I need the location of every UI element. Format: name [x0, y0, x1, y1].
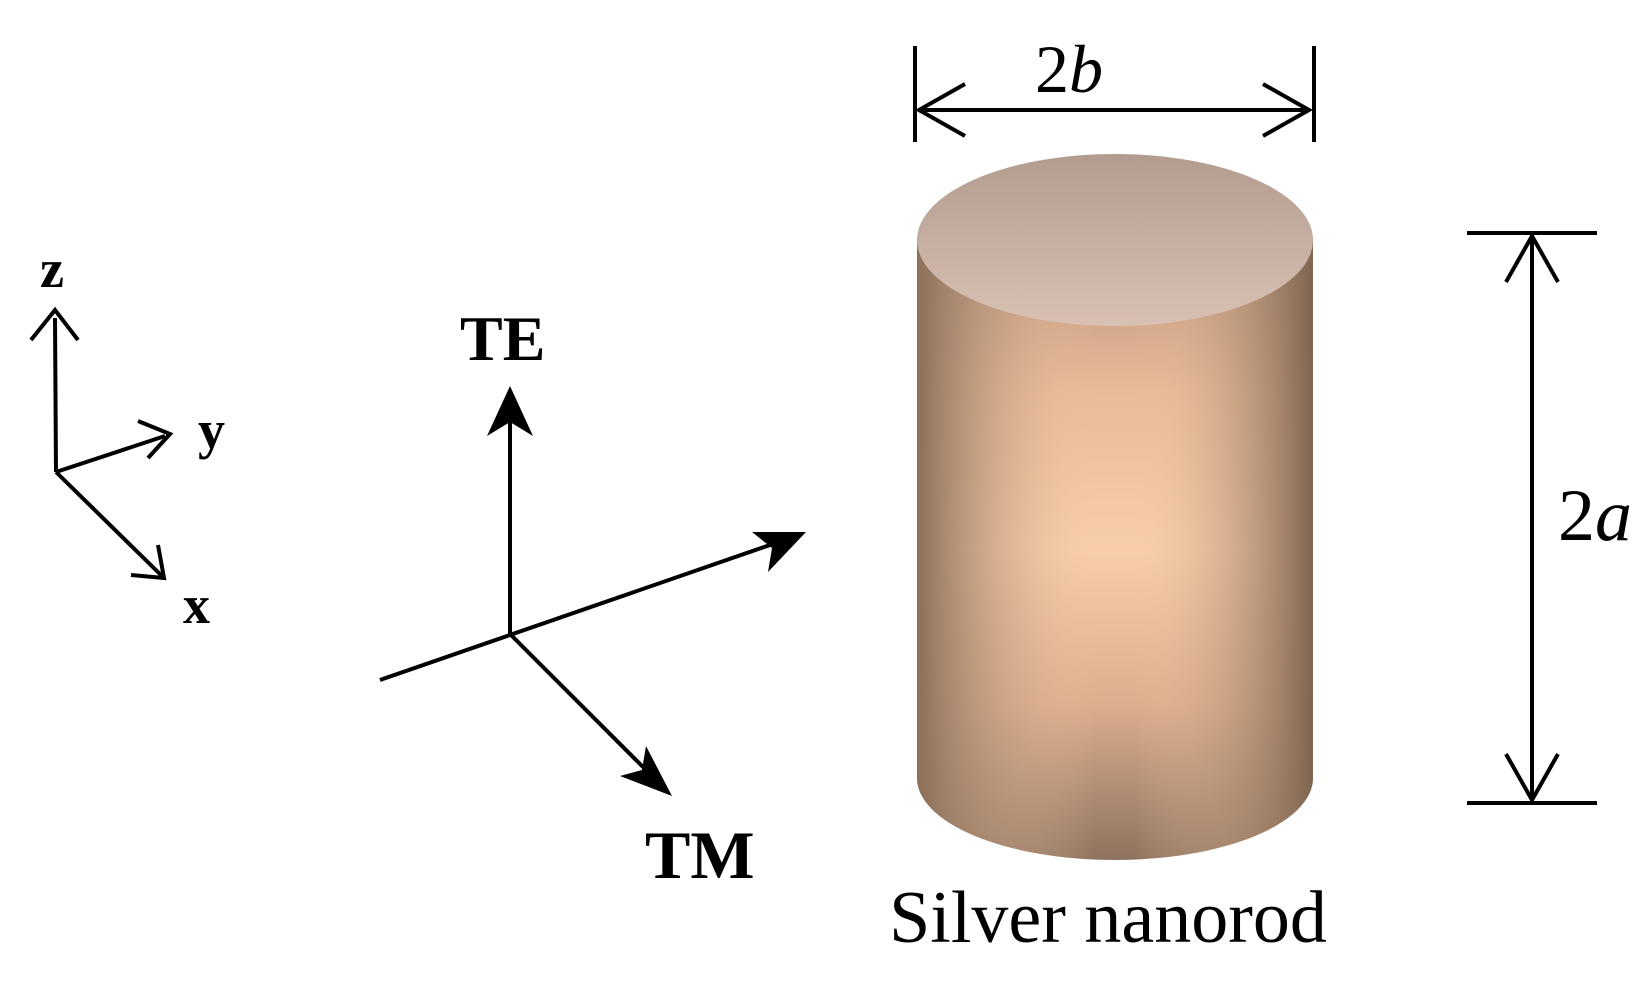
- nanorod-caption: Silver nanorod: [889, 877, 1327, 959]
- z-axis-arrowhead: [29, 306, 80, 342]
- nanorod-top-face: [917, 154, 1313, 326]
- propagation-vector-arrowhead: [752, 532, 806, 572]
- te-vector-arrowhead: [487, 386, 533, 436]
- x-axis-line: [54, 470, 164, 578]
- y-axis-label: y: [198, 400, 225, 460]
- nanorod-body-shading: [917, 238, 1313, 860]
- length-dimension-label: 2a: [1558, 475, 1632, 557]
- y-axis-line: [55, 434, 166, 474]
- length-dimension-bottom-arrowhead: [1504, 753, 1560, 805]
- propagation-vector-line: [379, 536, 791, 682]
- z-axis-label: z: [40, 239, 64, 299]
- te-label: TE: [460, 303, 545, 374]
- width-dimension: 2b: [913, 31, 1316, 142]
- tm-vector-line: [508, 632, 662, 786]
- width-dimension-right-arrowhead: [1262, 82, 1314, 138]
- axis-triad: z y x: [29, 239, 225, 635]
- silver-nanorod: Silver nanorod: [889, 154, 1327, 959]
- z-axis-line: [53, 317, 58, 473]
- width-dimension-label: 2b: [1035, 31, 1103, 107]
- width-dimension-left-arrowhead: [914, 82, 966, 138]
- x-axis-arrowhead: [130, 544, 167, 581]
- y-axis-arrowhead: [137, 419, 174, 460]
- x-axis-label: x: [183, 575, 210, 635]
- tm-vector-arrowhead: [620, 746, 672, 796]
- tm-label: TM: [645, 817, 755, 893]
- length-dimension: 2a: [1467, 231, 1632, 805]
- polarization-triad: TE TM: [379, 303, 806, 893]
- length-dimension-top-arrowhead: [1504, 231, 1560, 283]
